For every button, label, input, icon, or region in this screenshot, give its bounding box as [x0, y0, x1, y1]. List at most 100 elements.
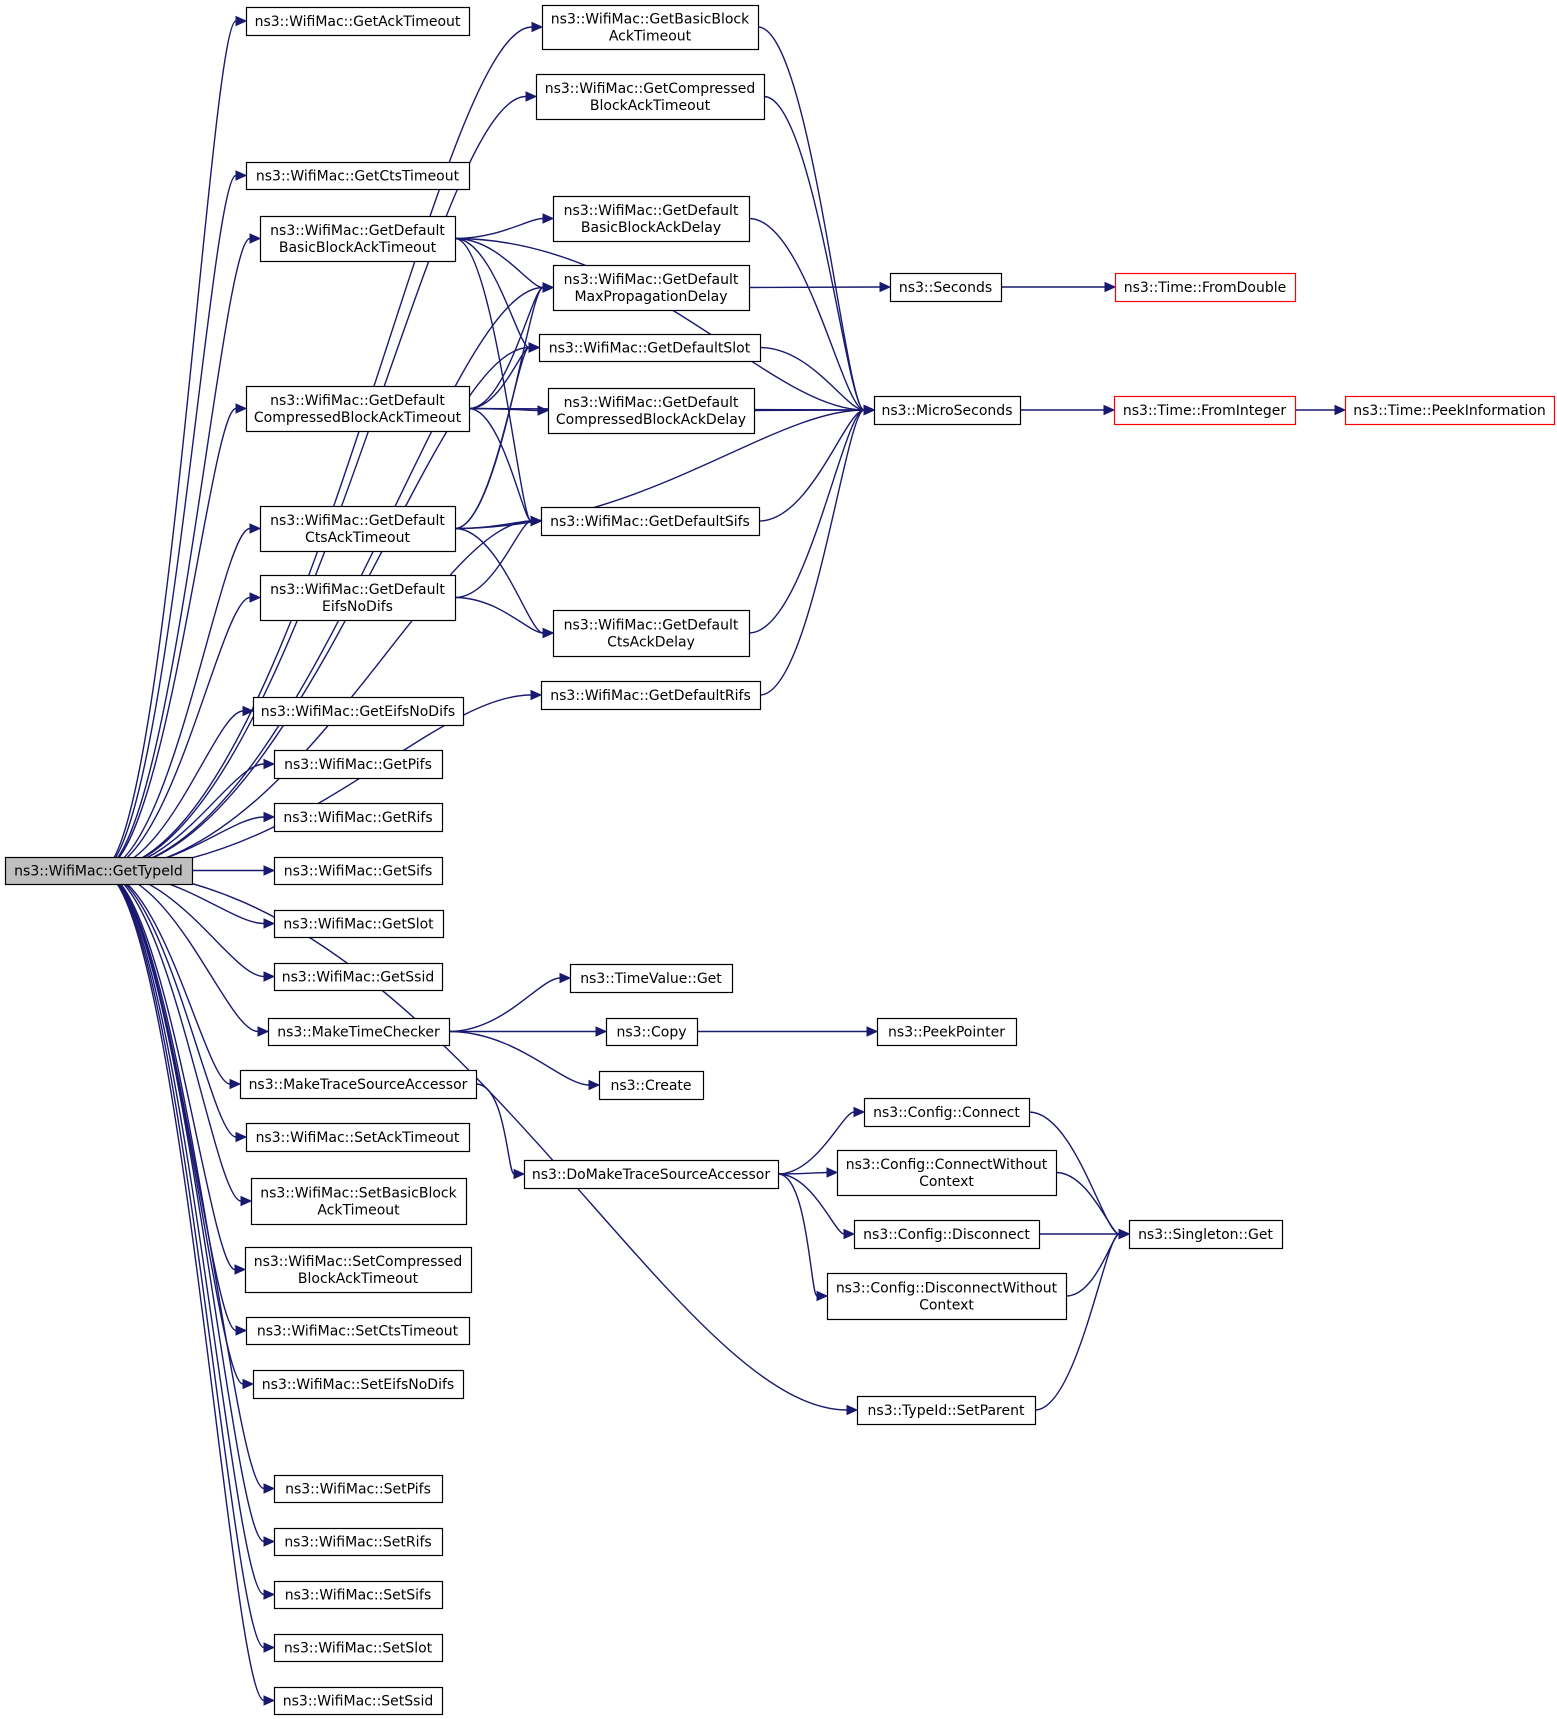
node-label: BasicBlockAckTimeout	[279, 240, 437, 256]
node-label: ns3::WifiMac::GetDefaultSifs	[550, 514, 750, 530]
edge-make-time-checker-to-create	[448, 1030, 601, 1091]
node-get-default-max-propagation-delay[interactable]: ns3::WifiMac::GetDefaultMaxPropagationDe…	[552, 264, 751, 312]
node-get-rifs[interactable]: ns3::WifiMac::GetRifs	[273, 802, 444, 833]
node-label: ns3::WifiMac::GetAckTimeout	[255, 14, 461, 30]
node-set-ssid[interactable]: ns3::WifiMac::SetSsid	[273, 1686, 444, 1716]
node-get-default-rifs[interactable]: ns3::WifiMac::GetDefaultRifs	[540, 680, 762, 711]
edge-make-trace-source-accessor-to-do-make-trace-source-accessor	[475, 1083, 526, 1180]
node-box	[273, 1633, 444, 1663]
node-label: ns3::WifiMac::GetEifsNoDifs	[261, 704, 455, 720]
node-box	[245, 385, 471, 433]
edge-get-default-basic-block-ack-timeout-to-get-default-max-propagation-delay	[454, 237, 555, 293]
node-get-slot[interactable]: ns3::WifiMac::GetSlot	[273, 909, 445, 939]
node-time-from-integer[interactable]: ns3::Time::FromInteger	[1113, 395, 1297, 426]
node-label: ns3::WifiMac::GetSifs	[284, 864, 433, 880]
node-set-pifs[interactable]: ns3::WifiMac::SetPifs	[273, 1474, 444, 1504]
node-box	[826, 1272, 1068, 1321]
node-label: ns3::Time::PeekInformation	[1353, 403, 1546, 419]
node-label: ns3::Config::Disconnect	[863, 1227, 1030, 1243]
node-time-value-get[interactable]: ns3::TimeValue::Get	[569, 963, 734, 994]
node-peek-pointer[interactable]: ns3::PeekPointer	[876, 1017, 1018, 1047]
node-label: ns3::Seconds	[899, 280, 992, 296]
node-micro-seconds[interactable]: ns3::MicroSeconds	[873, 395, 1022, 426]
node-label: ns3::Singleton::Get	[1138, 1227, 1273, 1243]
node-set-eifs-no-difs[interactable]: ns3::WifiMac::SetEifsNoDifs	[252, 1369, 465, 1400]
node-singleton-get[interactable]: ns3::Singleton::Get	[1128, 1219, 1284, 1250]
node-label: ns3::WifiMac::GetCompressed	[545, 81, 756, 97]
node-create[interactable]: ns3::Create	[598, 1070, 705, 1101]
node-box	[252, 696, 465, 727]
node-time-peek-information[interactable]: ns3::Time::PeekInformation	[1344, 395, 1556, 426]
node-label: ns3::TypeId::SetParent	[868, 1403, 1025, 1419]
node-label: ns3::Config::Connect	[873, 1105, 1020, 1121]
node-copy[interactable]: ns3::Copy	[605, 1017, 699, 1047]
node-do-make-trace-source-accessor[interactable]: ns3::DoMakeTraceSourceAccessor	[523, 1159, 780, 1190]
node-set-ack-timeout[interactable]: ns3::WifiMac::SetAckTimeout	[245, 1122, 471, 1153]
node-set-sifs[interactable]: ns3::WifiMac::SetSifs	[273, 1580, 444, 1610]
node-get-type-id[interactable]: ns3::WifiMac::GetTypeId	[4, 856, 194, 886]
edge-get-default-rifs-to-micro-seconds	[759, 404, 876, 696]
node-get-default-compressed-block-ack-timeout[interactable]: ns3::WifiMac::GetDefaultCompressedBlockA…	[245, 385, 471, 433]
node-config-disconnect[interactable]: ns3::Config::Disconnect	[853, 1219, 1041, 1250]
edge-do-make-trace-source-accessor-to-config-connect-without-context	[777, 1167, 839, 1178]
node-set-compressed-block-ack-timeout[interactable]: ns3::WifiMac::SetCompressedBlockAckTimeo…	[244, 1246, 473, 1294]
node-get-default-compressed-block-ack-delay[interactable]: ns3::WifiMac::GetDefaultCompressedBlockA…	[547, 387, 756, 435]
node-label: ns3::WifiMac::GetBasicBlock	[551, 12, 750, 28]
node-make-time-checker[interactable]: ns3::MakeTimeChecker	[267, 1017, 451, 1047]
node-box	[250, 1177, 468, 1226]
node-box	[523, 1159, 780, 1190]
node-get-cts-timeout[interactable]: ns3::WifiMac::GetCtsTimeout	[245, 161, 471, 191]
node-set-cts-timeout[interactable]: ns3::WifiMac::SetCtsTimeout	[245, 1316, 471, 1346]
node-config-connect[interactable]: ns3::Config::Connect	[863, 1097, 1031, 1128]
node-label: ns3::PeekPointer	[888, 1025, 1005, 1041]
node-time-from-double[interactable]: ns3::Time::FromDouble	[1114, 272, 1297, 303]
edge-get-type-id-to-get-default-compressed-block-ack-timeout	[99, 403, 248, 872]
node-label: ns3::WifiMac::GetSlot	[283, 917, 434, 933]
node-label: ns3::WifiMac::GetDefault	[564, 395, 739, 411]
node-box	[540, 506, 761, 537]
node-get-compressed-block-ack-timeout[interactable]: ns3::WifiMac::GetCompressedBlockAckTimeo…	[535, 73, 766, 121]
node-get-default-slot[interactable]: ns3::WifiMac::GetDefaultSlot	[538, 333, 762, 363]
node-get-pifs[interactable]: ns3::WifiMac::GetPifs	[273, 749, 444, 780]
node-label: AckTimeout	[317, 1203, 400, 1219]
node-label: ns3::WifiMac::GetDefaultRifs	[550, 688, 750, 704]
node-box	[259, 215, 457, 263]
node-seconds[interactable]: ns3::Seconds	[889, 272, 1003, 303]
node-box	[273, 856, 444, 886]
node-get-ssid[interactable]: ns3::WifiMac::GetSsid	[273, 962, 444, 992]
node-label: ns3::WifiMac::SetCtsTimeout	[257, 1324, 459, 1340]
node-label: ns3::WifiMac::SetAckTimeout	[256, 1130, 460, 1146]
node-box	[1128, 1219, 1284, 1250]
node-box	[876, 1017, 1018, 1047]
edge-get-type-id-to-get-basic-block-ack-timeout	[99, 21, 544, 872]
edge-get-type-id-to-set-rifs	[99, 869, 276, 1547]
node-get-sifs[interactable]: ns3::WifiMac::GetSifs	[273, 856, 444, 886]
node-get-eifs-no-difs[interactable]: ns3::WifiMac::GetEifsNoDifs	[252, 696, 465, 727]
node-label: ns3::WifiMac::GetSsid	[282, 970, 434, 986]
edge-get-type-id-to-get-default-basic-block-ack-timeout	[99, 233, 262, 872]
node-get-default-basic-block-ack-delay[interactable]: ns3::WifiMac::GetDefaultBasicBlockAckDel…	[552, 195, 751, 243]
node-box	[552, 195, 751, 243]
node-label: ns3::Config::ConnectWithout	[846, 1157, 1048, 1173]
node-box	[245, 161, 471, 191]
node-box	[273, 749, 444, 780]
node-type-id-set-parent[interactable]: ns3::TypeId::SetParent	[856, 1395, 1037, 1426]
node-set-rifs[interactable]: ns3::WifiMac::SetRifs	[273, 1527, 444, 1557]
edge-get-type-id-to-get-default-eifs-no-difs	[99, 592, 262, 872]
node-get-default-basic-block-ack-timeout[interactable]: ns3::WifiMac::GetDefaultBasicBlockAckTim…	[259, 215, 457, 263]
node-set-slot[interactable]: ns3::WifiMac::SetSlot	[273, 1633, 444, 1663]
edge-make-time-checker-to-copy	[449, 1026, 608, 1037]
node-make-trace-source-accessor[interactable]: ns3::MakeTraceSourceAccessor	[239, 1069, 478, 1100]
node-label: ns3::WifiMac::GetDefault	[564, 203, 739, 219]
node-get-default-sifs[interactable]: ns3::WifiMac::GetDefaultSifs	[540, 506, 761, 537]
node-get-ack-timeout[interactable]: ns3::WifiMac::GetAckTimeout	[245, 6, 471, 37]
node-label: ns3::WifiMac::SetCompressed	[254, 1254, 463, 1270]
